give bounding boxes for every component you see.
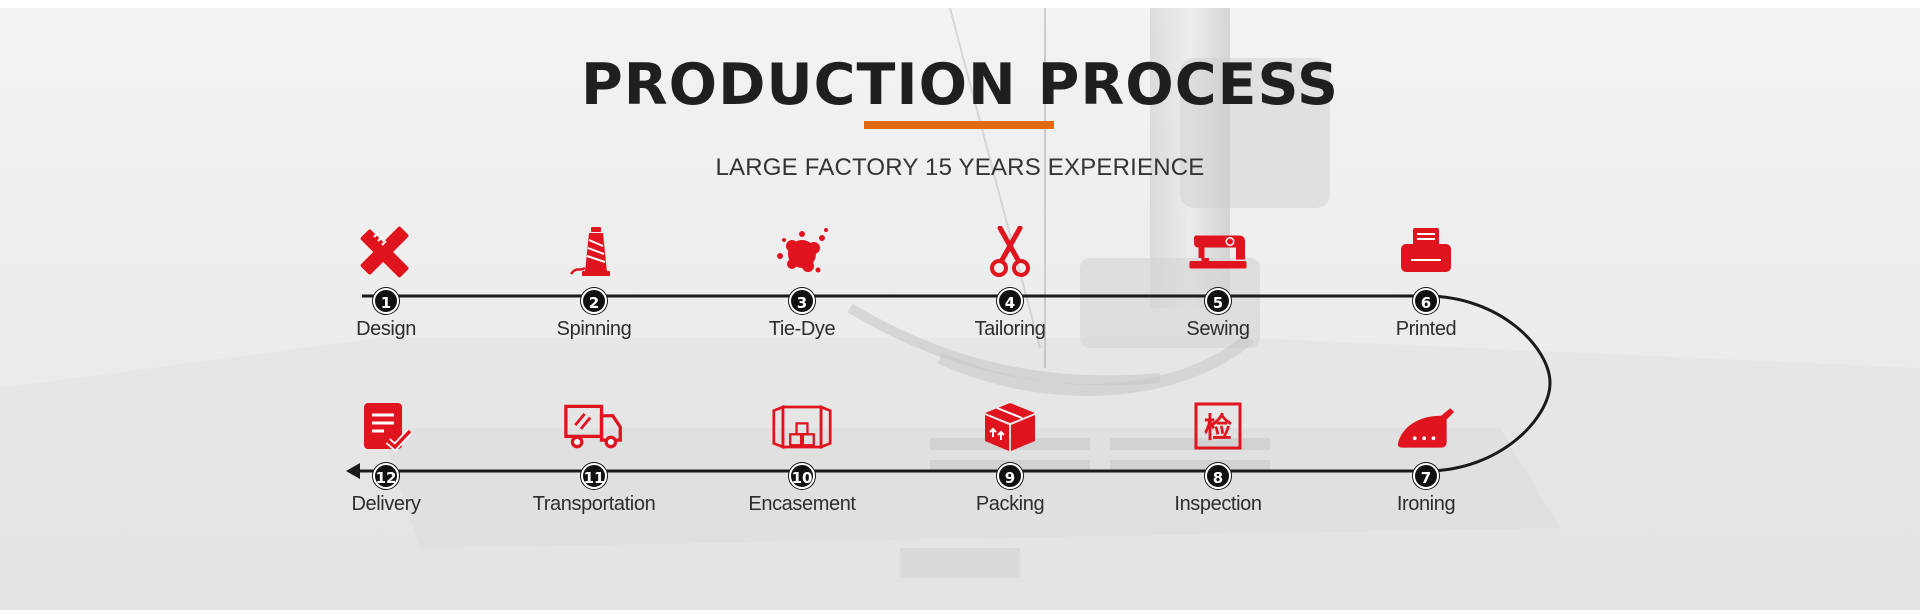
step-label: Tailoring bbox=[974, 318, 1046, 340]
page-subtitle: LARGE FACTORY 15 YEARS EXPERIENCE bbox=[715, 154, 1205, 181]
scissors-icon bbox=[980, 226, 1040, 278]
title-underline bbox=[864, 121, 1054, 129]
step-label: Delivery bbox=[351, 493, 421, 515]
sewing-machine-icon bbox=[1188, 226, 1248, 278]
step-number: 12 bbox=[373, 463, 399, 489]
step-label: Design bbox=[356, 318, 416, 340]
step-label: Tie-Dye bbox=[768, 318, 836, 340]
inspection-glyph: 检 bbox=[1204, 411, 1232, 444]
step-design: 1 Design bbox=[306, 226, 466, 340]
step-label: Packing bbox=[975, 493, 1045, 515]
step-number: 2 bbox=[581, 288, 607, 314]
step-label: Sewing bbox=[1186, 318, 1250, 340]
step-number: 10 bbox=[789, 463, 815, 489]
sewing-machine-background bbox=[0, 8, 1920, 610]
step-transportation: 11 Transportation bbox=[514, 401, 674, 515]
delivery-checklist-icon bbox=[356, 401, 416, 453]
step-inspection: 检 8 Inspection bbox=[1138, 401, 1298, 515]
step-number: 8 bbox=[1205, 463, 1231, 489]
step-label: Ironing bbox=[1396, 493, 1456, 515]
paint-splash-icon bbox=[772, 226, 832, 278]
timeline-arrowhead bbox=[346, 463, 360, 479]
step-number: 5 bbox=[1205, 288, 1231, 314]
step-number: 7 bbox=[1413, 463, 1439, 489]
step-tie-dye: 3 Tie-Dye bbox=[722, 226, 882, 340]
step-number: 4 bbox=[997, 288, 1023, 314]
step-number: 9 bbox=[997, 463, 1023, 489]
package-box-icon bbox=[980, 401, 1040, 453]
iron-icon bbox=[1396, 401, 1456, 453]
page-title: PRODUCTION PROCESS bbox=[580, 52, 1340, 118]
process-timeline bbox=[346, 294, 1552, 479]
production-process-banner: PRODUCTION PROCESS LARGE FACTORY 15 YEAR… bbox=[0, 8, 1920, 610]
container-icon bbox=[772, 401, 832, 453]
step-number: 11 bbox=[581, 463, 607, 489]
timeline-path bbox=[358, 294, 1552, 473]
step-spinning: 2 Spinning bbox=[514, 226, 674, 340]
step-number: 3 bbox=[789, 288, 815, 314]
step-printed: 6 Printed bbox=[1346, 226, 1506, 340]
process-steps: 1 Design 2 bbox=[0, 8, 1920, 610]
step-number: 6 bbox=[1413, 288, 1439, 314]
step-ironing: 7 Ironing bbox=[1346, 401, 1506, 515]
printer-icon bbox=[1396, 226, 1456, 278]
thread-spool-icon bbox=[564, 226, 624, 278]
step-label: Inspection bbox=[1174, 493, 1262, 515]
step-label: Printed bbox=[1395, 318, 1457, 340]
step-label: Transportation bbox=[532, 493, 656, 515]
step-label: Encasement bbox=[748, 493, 856, 515]
step-label: Spinning bbox=[556, 318, 632, 340]
step-tailoring: 4 Tailoring bbox=[930, 226, 1090, 340]
step-packing: 9 Packing bbox=[930, 401, 1090, 515]
step-delivery: 12 Delivery bbox=[306, 401, 466, 515]
truck-icon bbox=[564, 401, 624, 453]
step-number: 1 bbox=[373, 288, 399, 314]
step-encasement: 10 Encasement bbox=[722, 401, 882, 515]
inspection-stamp-icon: 检 bbox=[1188, 401, 1248, 453]
ruler-pencil-icon bbox=[356, 226, 416, 278]
step-sewing: 5 Sewing bbox=[1138, 226, 1298, 340]
